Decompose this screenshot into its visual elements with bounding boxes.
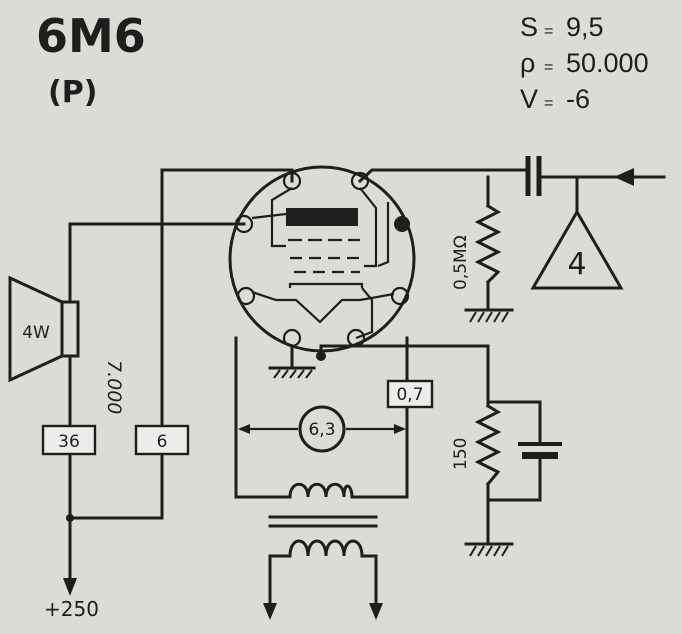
supply-arrow-icon	[63, 578, 77, 596]
plate-current-box: 36	[41, 424, 97, 456]
cathode-lead	[355, 287, 374, 340]
bypass-cap-top	[486, 400, 542, 444]
pin-cathode	[346, 328, 366, 348]
param-symbol-rho: ρ	[520, 48, 535, 78]
cathode-resistor: 150	[451, 403, 502, 487]
cathode-resistor-label: 150	[451, 438, 471, 470]
pin-plate	[234, 214, 254, 234]
cathode-junction	[316, 351, 326, 361]
tube-name: 6M6	[36, 9, 146, 63]
tube-cathode	[288, 282, 364, 288]
param-value-v: -6	[566, 84, 590, 114]
parameter-list: S = 9,5 ρ = 50.000 V = -6	[520, 12, 649, 114]
param-value-rho: 50.000	[566, 48, 649, 78]
tube-heater	[251, 290, 395, 324]
ground-tube-icon	[268, 366, 316, 379]
tube-envelope	[228, 165, 416, 353]
param-sep-s: =	[544, 23, 553, 40]
grid-wire	[357, 168, 528, 184]
plate-wire	[68, 222, 246, 304]
speaker-impedance: 7.000	[103, 360, 125, 414]
screen-current-box: 6	[134, 424, 190, 456]
transformer-primary	[288, 482, 354, 499]
heater-voltage-value: 6,3	[308, 420, 335, 440]
cathode-voltage-box: 0,7	[386, 379, 434, 409]
speaker-power: 4W	[22, 323, 50, 343]
pin-heater-right	[390, 286, 410, 306]
wiring	[68, 168, 666, 582]
param-symbol-v: V	[520, 84, 538, 114]
heater-voltage-indicator: 6,3	[238, 405, 406, 453]
secondary-arrow-left-icon	[263, 603, 277, 620]
input-arrow-icon	[614, 168, 634, 186]
pin-ground	[282, 328, 302, 348]
screen-current-value: 6	[157, 432, 168, 452]
param-value-s: 9,5	[566, 12, 604, 42]
pin-shield	[394, 216, 410, 232]
supply-voltage: +250	[44, 597, 99, 621]
output-transformer	[263, 482, 383, 620]
param-sep-rho: =	[544, 59, 553, 76]
input-stage: 4	[530, 209, 624, 290]
cathode-voltage-value: 0,7	[396, 385, 423, 405]
ground-grid-res-icon	[464, 308, 514, 323]
coupling-capacitor	[525, 156, 542, 196]
supply-terminal: +250	[44, 514, 99, 621]
plate-current-value: 36	[58, 432, 80, 452]
secondary-arrow-right-icon	[369, 603, 383, 620]
transformer-secondary	[268, 539, 378, 558]
bypass-capacitor	[518, 442, 562, 459]
plate-lead	[251, 212, 287, 220]
heater-wire-left	[234, 336, 292, 499]
speaker-magnet	[60, 300, 80, 358]
param-symbol-s: S	[520, 12, 538, 42]
tube-plate	[286, 208, 358, 226]
speaker: 4W 7.000	[8, 275, 125, 414]
screen-wire	[68, 168, 294, 520]
ground-cathode-res-icon	[464, 542, 514, 557]
bypass-cap-bottom	[486, 456, 542, 502]
tube-shield	[377, 202, 390, 268]
input-stage-number: 4	[567, 247, 586, 282]
tube-type-code: (P)	[48, 75, 97, 110]
param-sep-v: =	[544, 95, 553, 112]
tube-screen-grid	[270, 187, 360, 248]
pin-heater-left	[236, 286, 256, 306]
tube-symbol	[228, 165, 416, 368]
ground-symbols	[268, 308, 514, 557]
heater-wire-right	[350, 336, 409, 499]
grid-resistor: 0,5MΩ	[451, 203, 502, 290]
grid-resistor-label: 0,5MΩ	[451, 235, 471, 290]
tube-control-grid	[290, 187, 378, 274]
